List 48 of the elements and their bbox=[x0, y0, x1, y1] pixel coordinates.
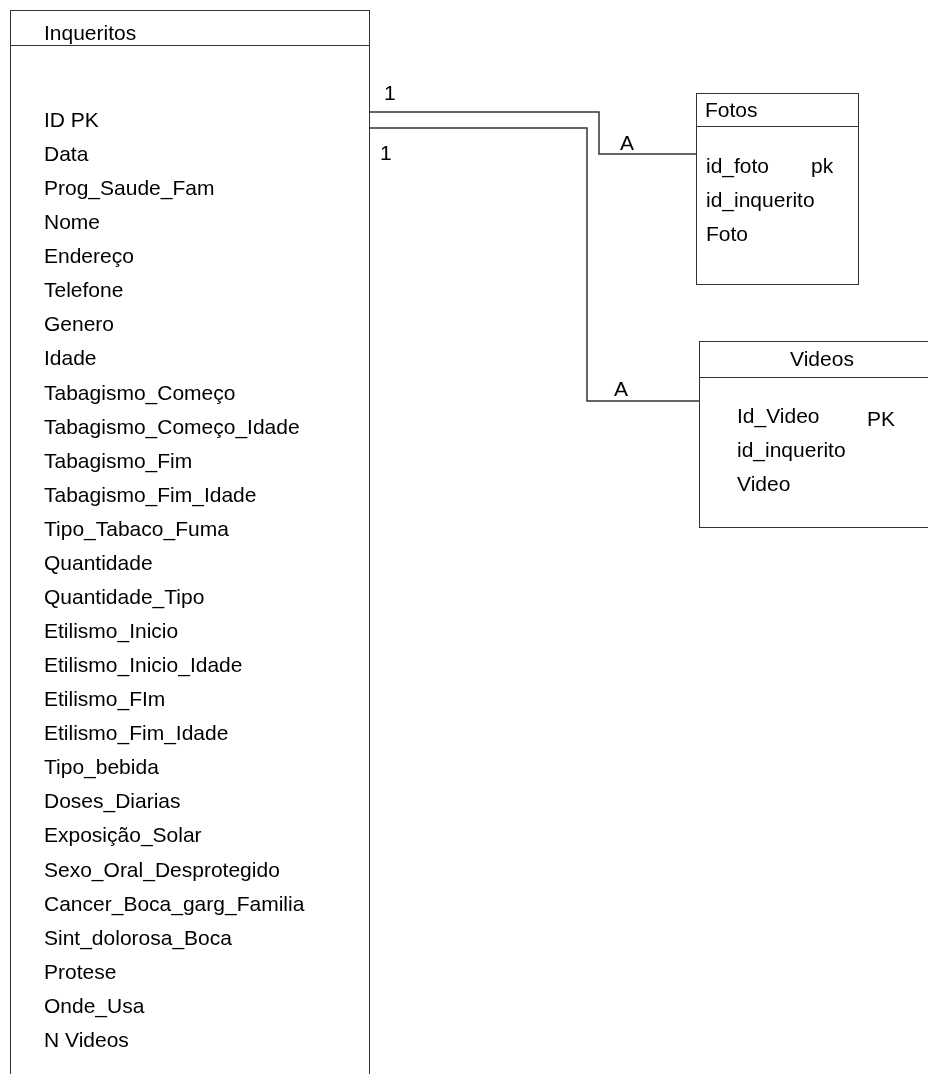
entity-table bbox=[10, 10, 370, 1074]
field-name: Idade bbox=[44, 346, 97, 371]
field-name: Sint_dolorosa_Boca bbox=[44, 925, 232, 950]
field-name: N Videos bbox=[44, 1027, 129, 1052]
field-name: Etilismo_FIm bbox=[44, 687, 166, 712]
field-name: Etilismo_Fim_Idade bbox=[44, 721, 229, 746]
cardinality-label: 1 bbox=[384, 81, 396, 105]
field-name: Protese bbox=[44, 959, 117, 984]
field-name: Genero bbox=[44, 312, 115, 337]
field-name: Nome bbox=[44, 210, 101, 235]
field-name: Etilismo_Inicio bbox=[44, 619, 179, 644]
field-name: Id_Video bbox=[737, 404, 820, 428]
field-name: Quantidade_Tipo bbox=[44, 584, 205, 609]
field-name: Video bbox=[737, 472, 791, 496]
table-title: Inqueritos bbox=[44, 21, 137, 45]
entity-table bbox=[699, 341, 928, 528]
field-name: Telefone bbox=[44, 278, 124, 303]
cardinality-label: A bbox=[620, 131, 634, 155]
table-title: Fotos bbox=[705, 98, 758, 122]
field-name: Prog_Saude_Fam bbox=[44, 176, 215, 201]
field-name: Onde_Usa bbox=[44, 993, 145, 1018]
cardinality-label: 1 bbox=[380, 141, 392, 165]
field-name: Quantidade bbox=[44, 550, 153, 575]
table-title: Videos bbox=[790, 347, 854, 371]
field-name: Tabagismo_Fim_Idade bbox=[44, 482, 257, 507]
field-name: Etilismo_Inicio_Idade bbox=[44, 653, 243, 678]
field-name: Tabagismo_Começo bbox=[44, 380, 236, 405]
field-name: id_foto bbox=[706, 154, 770, 178]
field-name: pk bbox=[811, 154, 834, 178]
field-name: id_inquerito bbox=[706, 188, 815, 212]
field-name: Cancer_Boca_garg_Familia bbox=[44, 891, 305, 916]
field-name: id_inquerito bbox=[737, 438, 846, 462]
field-name: Tabagismo_Fim bbox=[44, 448, 193, 473]
relationship-line bbox=[369, 111, 697, 155]
field-name: Data bbox=[44, 142, 89, 167]
field-name: ID PK bbox=[44, 108, 99, 132]
field-name: Endereço bbox=[44, 244, 134, 269]
field-name: Foto bbox=[706, 222, 749, 246]
relationship-line bbox=[369, 127, 700, 402]
field-name: Doses_Diarias bbox=[44, 789, 181, 814]
field-name: PK bbox=[867, 407, 895, 431]
field-name: Sexo_Oral_Desprotegido bbox=[44, 857, 280, 882]
field-name: Tabagismo_Começo_Idade bbox=[44, 414, 300, 439]
field-name: Tipo_bebida bbox=[44, 755, 159, 780]
field-name: Tipo_Tabaco_Fuma bbox=[44, 516, 229, 541]
cardinality-label: A bbox=[614, 377, 628, 401]
entity-table bbox=[696, 93, 859, 285]
field-name: Exposição_Solar bbox=[44, 823, 202, 848]
